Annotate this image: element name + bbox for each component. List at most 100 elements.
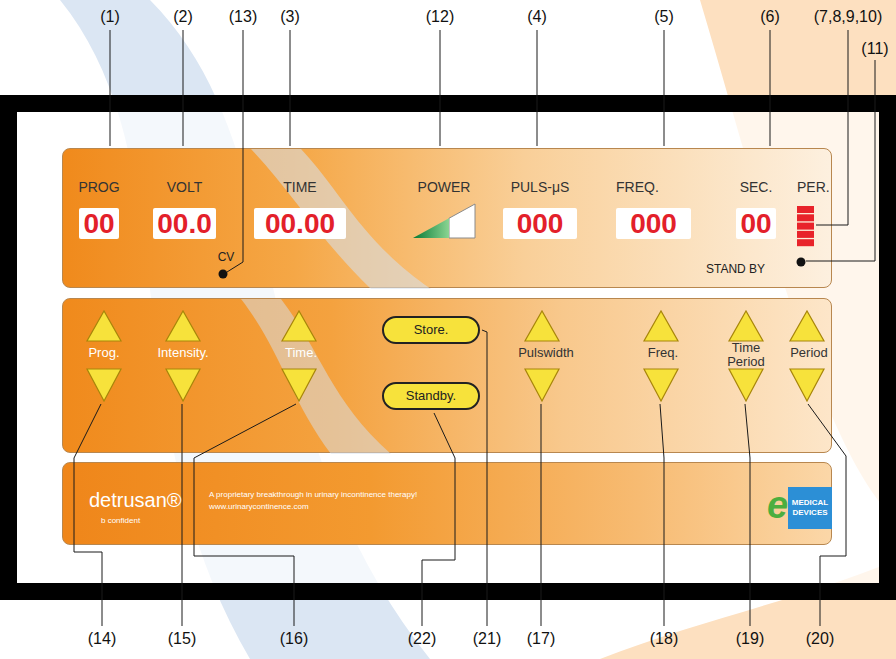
web-address: www.urinarycontinence.com — [209, 502, 309, 511]
readout-display: PULS-μS000 — [503, 208, 577, 239]
callout-number: (20) — [806, 630, 834, 648]
readout-heading: PULS-μS — [511, 179, 570, 195]
standby-button: Standby. — [382, 382, 480, 410]
callout-number: (3) — [280, 8, 300, 26]
power-level — [413, 218, 449, 238]
readout-value: 000 — [517, 208, 564, 239]
readout-display: FREQ.000 — [616, 208, 691, 239]
up-button — [282, 311, 316, 341]
leader-line — [537, 30, 538, 146]
readout-value: 00 — [83, 208, 114, 239]
leader-line — [808, 404, 846, 626]
power-scale — [449, 204, 475, 238]
button-label: Time. — [285, 346, 317, 361]
store-button: Store. — [382, 316, 480, 344]
button-label: Prog. — [88, 346, 119, 361]
leader-line — [183, 30, 184, 146]
readout-display: TIME00.00 — [254, 208, 346, 239]
callout-number: (17) — [527, 630, 555, 648]
down-button — [644, 369, 678, 401]
down-button — [87, 369, 121, 401]
tagline: A proprietary breakthrough in urinary in… — [209, 490, 417, 499]
callout-number: (11) — [861, 40, 888, 58]
leader-line — [745, 404, 750, 626]
leader-line — [227, 30, 243, 272]
maker-logo: eMEDICAL DEVICES — [766, 485, 832, 531]
leader-line — [541, 404, 542, 626]
callout-number: (18) — [650, 630, 678, 648]
button-label: Standby. — [406, 389, 456, 404]
node-art — [797, 206, 814, 247]
button-label: Store. — [414, 323, 449, 338]
callout-number: (6) — [760, 8, 780, 26]
up-button — [729, 311, 763, 341]
readout-display: VOLT00.0 — [153, 208, 216, 239]
indicator-label: CV — [218, 251, 235, 265]
logo-panel: eMEDICAL DEVICES detrusan® b confident A pr… — [62, 462, 832, 545]
readout-heading: FREQ. — [616, 179, 659, 195]
device-frame — [9, 104, 888, 592]
leader-line — [440, 30, 441, 146]
up-button — [166, 311, 200, 341]
readout-value: 00 — [740, 208, 771, 239]
readout-heading: POWER — [418, 179, 471, 195]
down-button — [282, 369, 316, 401]
button-panel: Store. Standby. Prog. Intensity. Time. Pulswi… — [62, 298, 832, 453]
cv-led — [219, 270, 228, 279]
leader-line — [194, 404, 296, 626]
leader-line — [74, 404, 102, 626]
button-label: Time Period — [723, 341, 769, 369]
leader-line — [660, 404, 664, 626]
up-button — [87, 311, 121, 341]
leader-line — [482, 330, 487, 626]
down-button — [790, 369, 824, 401]
period-bar — [797, 223, 814, 230]
brand-name: detrusan® — [89, 489, 182, 512]
callout-number: (5) — [654, 8, 674, 26]
readout-heading: PROG — [78, 179, 119, 195]
blue-swoosh — [241, 299, 391, 454]
readout-value: 00.00 — [265, 208, 335, 239]
callout-number: (7,8,9,10) — [814, 8, 882, 26]
leader-line — [770, 30, 771, 146]
leader-line — [816, 30, 848, 225]
readout-heading: TIME — [283, 179, 316, 195]
up-button — [644, 311, 678, 341]
period-bar — [797, 206, 814, 213]
button-label: Freq. — [648, 346, 678, 361]
node-art — [413, 204, 475, 238]
period-bar — [797, 239, 814, 246]
brand-slogan: b confident — [101, 516, 140, 525]
callout-number: (4) — [527, 8, 547, 26]
leader-line — [290, 30, 291, 146]
callout-number: (16) — [280, 630, 308, 648]
standby-led — [797, 258, 806, 267]
callout-number: (15) — [168, 630, 196, 648]
button-label: Pulswidth — [518, 346, 574, 361]
leader-line — [422, 413, 455, 626]
leader-line — [182, 404, 183, 626]
down-button — [525, 369, 559, 401]
display-panel: PROG00VOLT00.0TIME00.00POWERPULS-μS000FR… — [62, 148, 832, 288]
power-meter: POWER — [413, 204, 475, 238]
logo-wordmark: MEDICAL DEVICES — [788, 487, 832, 529]
blue-swoosh — [251, 149, 431, 289]
readout-heading: VOLT — [167, 179, 203, 195]
callout-number: (13) — [229, 8, 257, 26]
period-bar — [797, 214, 814, 221]
callout-number: (21) — [473, 630, 501, 648]
readout-value: 000 — [630, 208, 677, 239]
readout-heading: PER. — [797, 179, 830, 195]
callout-number: (19) — [736, 630, 764, 648]
logo-letter: e — [767, 484, 788, 528]
callout-number: (22) — [408, 630, 436, 648]
readout-display: SEC.00 — [736, 208, 776, 239]
button-label: Intensity. — [157, 346, 208, 361]
down-button — [166, 369, 200, 401]
callout-number: (1) — [100, 8, 120, 26]
readout-display: PROG00 — [79, 208, 118, 239]
leader-line — [664, 30, 665, 146]
leader-line — [110, 30, 111, 146]
readout-heading: SEC. — [740, 179, 773, 195]
